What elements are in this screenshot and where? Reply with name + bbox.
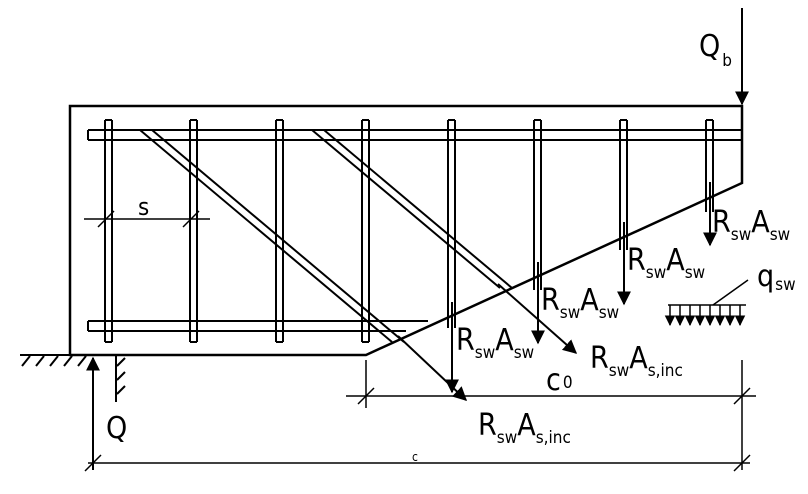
c-dimension: [84, 454, 751, 472]
force-label-rsw-asinc: RswAs,inc: [478, 408, 571, 448]
stirrups: [104, 119, 714, 343]
stirrup: [447, 119, 456, 328]
top-longitudinal-bar: [87, 129, 742, 141]
inclined-force-arrows: [397, 283, 578, 401]
stirrup: [104, 119, 113, 343]
inclined-force-arrow: [497, 283, 578, 354]
force-label-rsw-asw: RswAsw: [541, 283, 619, 323]
c0-dimension: [346, 360, 756, 470]
inclined-force-arrow: [397, 335, 468, 401]
spacing-label: s: [138, 193, 149, 221]
stirrup: [275, 119, 284, 343]
stirrup: [705, 119, 714, 212]
force-label-rsw-asw: RswAsw: [456, 323, 534, 363]
stirrup: [361, 119, 370, 343]
support: [20, 354, 126, 402]
distributed-load: [664, 279, 749, 327]
force-label-rsw-asw: RswAsw: [627, 243, 705, 283]
inclined-bar: [311, 129, 513, 289]
stirrup-force-arrows: [445, 182, 717, 394]
stirrup: [533, 119, 542, 290]
c-label: c: [412, 450, 418, 464]
stirrup: [619, 119, 628, 250]
beam-outline: [68, 104, 744, 357]
q-sw-label: qsw: [757, 259, 796, 295]
force-label-rsw-asw: RswAsw: [712, 205, 790, 245]
inclined-bar: [139, 129, 405, 343]
stirrup: [189, 119, 198, 343]
bottom-longitudinal-bar: [87, 320, 428, 332]
spacing-dimension: [84, 210, 210, 228]
reaction-label: Q: [106, 411, 127, 446]
force-label-rsw-asinc: RswAs,inc: [590, 341, 683, 381]
